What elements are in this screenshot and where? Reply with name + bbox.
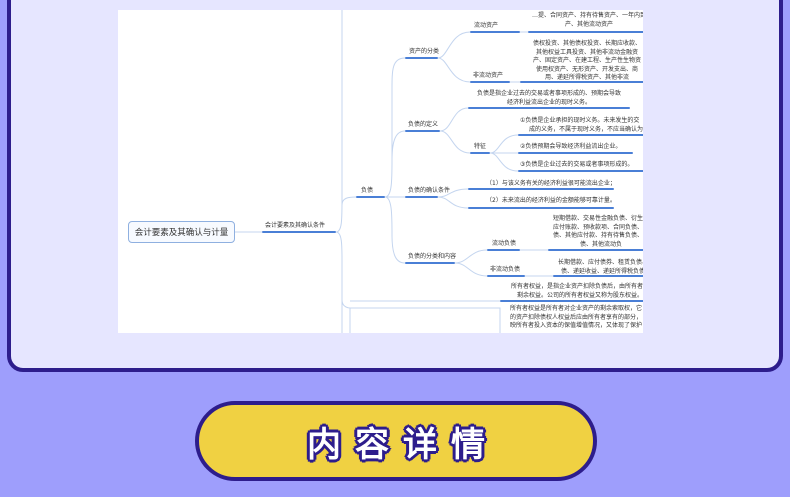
- underline: [468, 207, 614, 209]
- current-liab-text: 短期借款、交易性金融负债、衍生金应付账款、预收款项、合同负债、应债、其他应付款、…: [552, 215, 643, 248]
- noncurrent-asset-label[interactable]: 非流动资产: [473, 72, 504, 79]
- root-node[interactable]: 会计要素及其确认与计量: [128, 221, 235, 243]
- feature-label[interactable]: 特征: [474, 143, 487, 150]
- liab-class-label[interactable]: 负债的分类和内容: [408, 253, 457, 260]
- current-liab-label[interactable]: 流动负债: [492, 240, 517, 247]
- content-details-button[interactable]: 内容详情: [195, 401, 597, 481]
- underline: [518, 152, 633, 154]
- underline: [405, 130, 440, 132]
- underline: [470, 81, 510, 83]
- current-asset-text: …提、合同资产、持有待售资产、一年内到产、其他流动资产: [531, 12, 643, 28]
- liab-def-label[interactable]: 负债的定义: [408, 121, 439, 128]
- underline: [470, 31, 520, 33]
- underline: [528, 31, 643, 33]
- feature-item-2: ②负债预期会导致经济利益流出企业。: [520, 143, 622, 150]
- underline: [356, 196, 385, 198]
- equity-desc-text: 所有者权益是所有者对企业资产的剩余索取权，它的资产扣除债权人权益后应由所有者享有…: [510, 305, 643, 329]
- feature-item-1: ①负债是企业承担的现时义务。未来发生的交成的义务，不属于现时义务，不应当确认为: [520, 117, 643, 133]
- recog-item-1: （1）与该义务有关的经济利益很可能流出企业；: [486, 180, 616, 187]
- content-details-label: 内容详情: [307, 424, 499, 465]
- mindmap-preview: 会计要素及其确认与计量 会计要素及其确认条件 负债 资产的分类 流动资产 …提、…: [118, 10, 643, 333]
- underline: [553, 275, 643, 277]
- equity-def-text: 所有者权益，是指企业资产扣除负债后，由所有者享剩余权益。公司的所有者权益又称为股…: [510, 283, 643, 299]
- root-label: 会计要素及其确认与计量: [134, 228, 229, 238]
- underline: [405, 262, 455, 264]
- underline: [468, 188, 614, 190]
- liab-recog-label[interactable]: 负债的确认条件: [408, 187, 451, 194]
- branch-label[interactable]: 会计要素及其确认条件: [265, 222, 326, 229]
- underline: [405, 196, 438, 198]
- underline: [487, 249, 520, 251]
- underline: [548, 249, 643, 251]
- noncurrent-liab-label[interactable]: 非流动负债: [490, 266, 521, 273]
- underline: [500, 300, 643, 302]
- underline: [520, 81, 643, 83]
- underline: [518, 134, 643, 136]
- underline: [487, 275, 525, 277]
- current-asset-label[interactable]: 流动资产: [474, 22, 499, 29]
- underline: [405, 57, 438, 59]
- liability-label[interactable]: 负债: [361, 187, 374, 194]
- asset-class-label[interactable]: 资产的分类: [409, 48, 440, 55]
- recog-item-2: （2）未来流出的经济利益的金额能够可靠计量。: [486, 197, 616, 204]
- underline: [470, 152, 490, 154]
- mindmap-connectors: [235, 10, 553, 333]
- liab-def-text: 负债是指企业过去的交易或者事项形成的、预期会导致经济利益流出企业的现时义务。: [476, 90, 621, 106]
- feature-item-3: ③负债是企业过去的交易或者事项形成的。: [520, 161, 634, 168]
- noncurrent-asset-text: 债权投资、其他债权投资、长期应收款、其他权益工具投资、其他非流动金融资产、固定资…: [532, 40, 641, 81]
- underline: [262, 231, 336, 233]
- underline: [518, 170, 643, 172]
- noncurrent-liab-text: 长期借款、应付债券、租赁负债、债、递延收益、递延所得税负债: [557, 259, 643, 275]
- underline: [468, 107, 630, 109]
